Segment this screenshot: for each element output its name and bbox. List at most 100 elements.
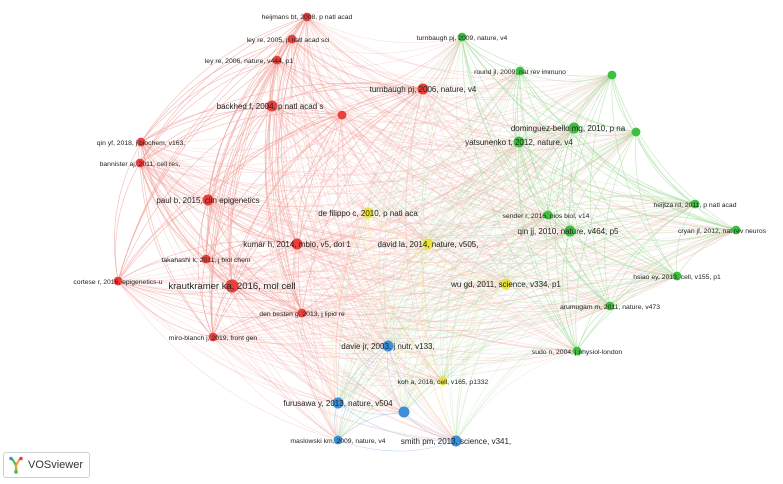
network-node-qin2010[interactable] xyxy=(564,225,576,237)
network-edge xyxy=(403,230,571,413)
network-node-krautkramer[interactable] xyxy=(225,279,239,293)
network-edge xyxy=(274,38,339,441)
network-edge xyxy=(384,36,463,347)
network-edge xyxy=(337,345,389,404)
network-node-heijtza[interactable] xyxy=(690,199,700,209)
network-edge xyxy=(427,208,737,245)
network-edge xyxy=(265,105,339,441)
network-edge xyxy=(313,114,343,404)
network-edge xyxy=(271,82,424,107)
network-edge xyxy=(117,59,278,282)
network-edge xyxy=(422,88,520,143)
network-node-arumugam[interactable] xyxy=(605,301,615,311)
network-node-paul[interactable] xyxy=(202,194,214,206)
network-node-kumar[interactable] xyxy=(291,238,303,250)
network-edge xyxy=(367,178,696,214)
network-node-smith[interactable] xyxy=(450,435,462,447)
network-edge xyxy=(635,131,678,277)
network-edge xyxy=(205,243,429,273)
network-node-blue_unl[interactable] xyxy=(398,406,410,418)
network-edge xyxy=(337,411,405,441)
network-node-turnbaugh2006[interactable] xyxy=(417,83,429,95)
network-edge xyxy=(363,212,389,347)
network-edge xyxy=(455,283,507,442)
network-node-koh[interactable] xyxy=(438,376,448,386)
network-edge xyxy=(306,16,520,143)
network-node-sudo[interactable] xyxy=(572,346,582,356)
network-edge xyxy=(367,212,444,382)
vosviewer-badge[interactable]: VOSviewer xyxy=(3,452,91,478)
network-node-defilippo[interactable] xyxy=(362,207,374,219)
network-node-red_unl[interactable] xyxy=(337,110,347,120)
network-node-davie[interactable] xyxy=(382,340,394,352)
network-node-yatsunenko[interactable] xyxy=(513,136,525,148)
network-edge xyxy=(576,275,678,352)
network-node-green_unl2[interactable] xyxy=(631,127,641,137)
network-edge xyxy=(231,283,507,310)
network-edge xyxy=(301,214,549,314)
network-node-cryan[interactable] xyxy=(731,225,741,235)
network-edge xyxy=(296,127,575,245)
network-edge xyxy=(519,70,613,82)
network-node-cortese[interactable] xyxy=(113,276,123,286)
network-edge xyxy=(291,38,575,129)
network-edge xyxy=(276,59,549,216)
network-node-green_unl1[interactable] xyxy=(607,70,617,80)
network-edge xyxy=(403,127,575,413)
network-edge xyxy=(205,212,369,260)
network-edges xyxy=(114,16,737,452)
network-node-furusawa[interactable] xyxy=(332,397,344,409)
network-edge xyxy=(212,127,575,338)
network-edge xyxy=(387,203,696,347)
network-edge xyxy=(341,114,549,216)
network-edge xyxy=(442,74,613,382)
network-edge xyxy=(337,283,507,441)
network-node-ley2006[interactable] xyxy=(272,55,282,65)
network-edge xyxy=(139,162,369,217)
network-edge xyxy=(271,16,308,107)
network-edge xyxy=(422,88,696,205)
network-node-ley2005[interactable] xyxy=(287,34,297,44)
network-node-qin2018[interactable] xyxy=(136,137,146,147)
network-node-david[interactable] xyxy=(422,238,434,250)
network-edge xyxy=(212,336,457,442)
network-edge xyxy=(403,275,678,413)
network-edge xyxy=(505,230,571,285)
network-edge xyxy=(140,141,303,314)
network-edge xyxy=(207,36,463,201)
network-node-sender[interactable] xyxy=(543,210,553,220)
network-node-dominguez[interactable] xyxy=(568,122,580,134)
network-edge xyxy=(337,131,637,404)
network-node-maslowski[interactable] xyxy=(333,435,343,445)
network-edge xyxy=(207,199,233,287)
network-node-turnbaugh2009[interactable] xyxy=(457,32,467,42)
network-edge xyxy=(197,199,214,338)
network-node-round[interactable] xyxy=(515,66,525,76)
network-edge xyxy=(306,16,613,82)
network-node-denbesten[interactable] xyxy=(297,308,307,318)
network-edge xyxy=(337,36,463,441)
node-label-denbesten: den besten g, 2013, j lipid re xyxy=(259,311,345,318)
network-edge xyxy=(296,70,521,245)
network-edge xyxy=(387,283,507,347)
network-edge xyxy=(392,36,463,413)
network-edge xyxy=(271,105,611,307)
network-node-wu[interactable] xyxy=(500,278,512,290)
network-edge xyxy=(492,70,521,285)
network-node-takahashi[interactable] xyxy=(201,254,211,264)
network-edge xyxy=(367,88,424,214)
network-node-miroblanch[interactable] xyxy=(208,332,218,342)
network-node-bannister[interactable] xyxy=(135,158,145,168)
network-edge xyxy=(207,199,339,441)
network-node-hsiao[interactable] xyxy=(672,271,682,281)
node-label-sender: sender r, 2016, plos biol, v14 xyxy=(503,213,590,220)
network-node-backhed[interactable] xyxy=(266,100,278,112)
network-edge xyxy=(231,230,571,296)
network-edge xyxy=(207,114,343,201)
network-edge xyxy=(231,285,578,359)
network-edge xyxy=(296,243,405,413)
network-edge xyxy=(301,312,578,361)
network-node-heijmans[interactable] xyxy=(302,12,312,22)
